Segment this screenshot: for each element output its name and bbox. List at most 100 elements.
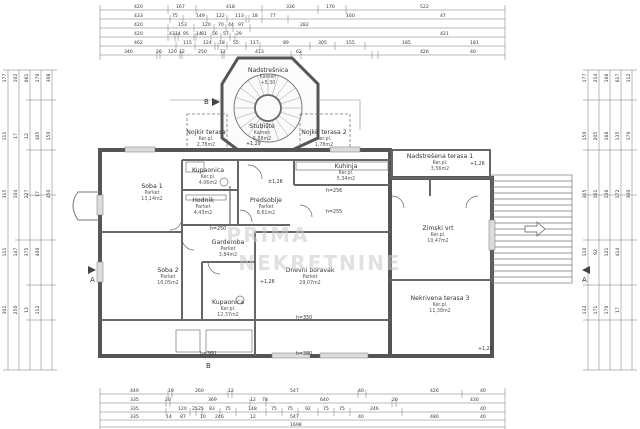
dim-top-r2-7: 77	[270, 13, 276, 19]
dim-left-11: 661	[24, 74, 30, 83]
dim-right-3: 315	[582, 190, 588, 199]
dim-top-r4-9: 29	[236, 31, 242, 37]
kupaonica-sink	[219, 177, 229, 187]
dim-bot-r3-5: 83	[209, 406, 215, 412]
dim-top-r3-7: 282	[300, 22, 309, 28]
terasa-right-floor: Ker.pl.	[317, 136, 332, 142]
stair-tread	[275, 80, 289, 98]
dim-top-r1-5: 170	[326, 4, 335, 10]
soba1-name: Soba 1	[141, 183, 162, 190]
hodnik-name: Hodnik	[192, 197, 214, 204]
dim-top-r2-4: 122	[216, 13, 225, 19]
dim-right-6: 214	[593, 74, 599, 83]
dim-top-r5-1: 462	[134, 40, 143, 46]
dim-right-16: 617	[615, 74, 621, 83]
dim-top-r4-7: 56	[212, 31, 218, 37]
dim-top-r3-3: 120	[202, 22, 211, 28]
dim-top-r2-5: 113	[235, 13, 244, 19]
terasa3-area: 11,38m2	[429, 308, 450, 314]
dim-left-5: 301	[2, 306, 8, 315]
dim-right-10: 171	[593, 306, 599, 315]
dim-left-20: 112	[35, 306, 41, 315]
dim-top-r4-10: 421	[440, 31, 449, 37]
dim-right-17: 135	[615, 132, 621, 141]
dim-left-17: 305	[35, 132, 41, 141]
dim-top-r6-4: 12	[179, 49, 185, 55]
dim-top-r6-5: 250	[198, 49, 207, 55]
stair-tread	[240, 87, 258, 101]
stubiste-area: 6,38m2	[253, 136, 271, 142]
terasa-right-name: Nojkir terasa 2	[301, 129, 346, 136]
right-dimensions: 1771503151101322142051619217116616613612…	[582, 69, 637, 371]
dnevni-floor: Parket	[302, 274, 317, 280]
stair-tread	[271, 75, 279, 96]
window-soba2	[96, 261, 104, 283]
kupaonica-bottom-name: Kupaonica	[212, 299, 244, 306]
dim-top-r2-2: 75	[172, 13, 178, 19]
dim-bot-r4-8: 40	[358, 414, 364, 420]
level-marks: ±1,26 +1,26 +1,26 +1,29 +1,26	[246, 141, 493, 352]
section-mark-b-bottom: B	[206, 362, 211, 370]
room-labels: Nadstrešnica Kamen +5,30 Stubište Kamen …	[141, 66, 473, 318]
dim-top-r4-8: 57	[223, 31, 229, 37]
dim-top-r3-2: 153	[178, 22, 187, 28]
dim-left-7: 17	[13, 133, 19, 139]
dim-right-1: 177	[582, 74, 588, 83]
dim-bot-r1-1: 449	[130, 388, 139, 394]
kupaonica-bottom-floor: Ker.pl.	[221, 306, 236, 312]
opening-h2: h=255	[326, 209, 342, 215]
dim-right-4: 110	[582, 248, 588, 257]
section-arrow-a-right	[582, 266, 590, 274]
dim-top-r4-4: 95	[183, 31, 189, 37]
level-top: +1,29	[246, 141, 261, 147]
opening-h3: h=250	[210, 226, 226, 232]
dim-top-r5-11: 181	[470, 40, 479, 46]
dim-right-9: 92	[593, 249, 599, 255]
dim-top-r6-2: 20	[156, 49, 162, 55]
dnevni-name: Dnevni boravak	[286, 267, 335, 274]
kupaonica-top-area: 4,06m2	[199, 180, 217, 186]
section-mark-a-left: A	[90, 276, 95, 284]
soba2-area: 16,05m2	[157, 280, 178, 286]
terasa-left-floor: Ker.pl.	[199, 136, 214, 142]
dim-bot-r3-2: 120	[178, 406, 187, 412]
window-top-kuhinja	[329, 146, 361, 153]
dim-left-21: 308	[46, 74, 52, 83]
dim-right-21: 112	[626, 74, 632, 83]
dim-top-r1-2: 167	[176, 4, 185, 10]
dim-left-2: 111	[2, 132, 8, 141]
dim-bot-r4-4: 10	[200, 414, 206, 420]
dim-bot-r3-8: 75	[271, 406, 277, 412]
dim-bot-r2-2: 20	[165, 397, 171, 403]
dim-left-19: 400	[35, 248, 41, 257]
dim-bot-r2-3: 369	[208, 397, 217, 403]
terasa3-floor: Ker.pl.	[433, 302, 448, 308]
watermark-line2: NEKRETNINE	[238, 251, 401, 275]
dim-top-r5-5: 55	[233, 40, 239, 46]
dim-bot-r3-10: 92	[305, 406, 311, 412]
dim-bot-r2-7: 20	[392, 397, 398, 403]
terasa-left-name: Nojkir terasa	[186, 129, 226, 136]
stair-tread	[257, 120, 265, 141]
nadstresena-terasa-area: 3,56m2	[431, 166, 449, 172]
dim-top-r6-10: 40	[470, 49, 476, 55]
stair-tread	[257, 75, 265, 96]
dim-bot-r4-6: 12	[250, 414, 256, 420]
dim-top-r5-10: 185	[402, 40, 411, 46]
dim-bot-total: 1698	[290, 422, 302, 428]
dim-left-13: 227	[24, 190, 30, 199]
dim-bot-r2-1: 335	[130, 397, 139, 403]
stair-tread	[235, 97, 256, 105]
section-marks: B A A B	[88, 98, 590, 370]
door-swing-terrace1	[391, 195, 405, 209]
door-swing-soba2	[181, 237, 195, 251]
door-swing-zimski	[465, 195, 479, 209]
level-right: +1,26	[470, 161, 485, 167]
dim-bot-r3-1: 335	[130, 406, 139, 412]
opening-h5: h=380	[296, 351, 312, 357]
dim-top-r5-2: 115	[183, 40, 192, 46]
dim-left-3: 315	[2, 190, 8, 199]
dim-bot-r3-13: 246	[370, 406, 379, 412]
kupaonica-top-floor: Ker.pl.	[201, 174, 216, 180]
